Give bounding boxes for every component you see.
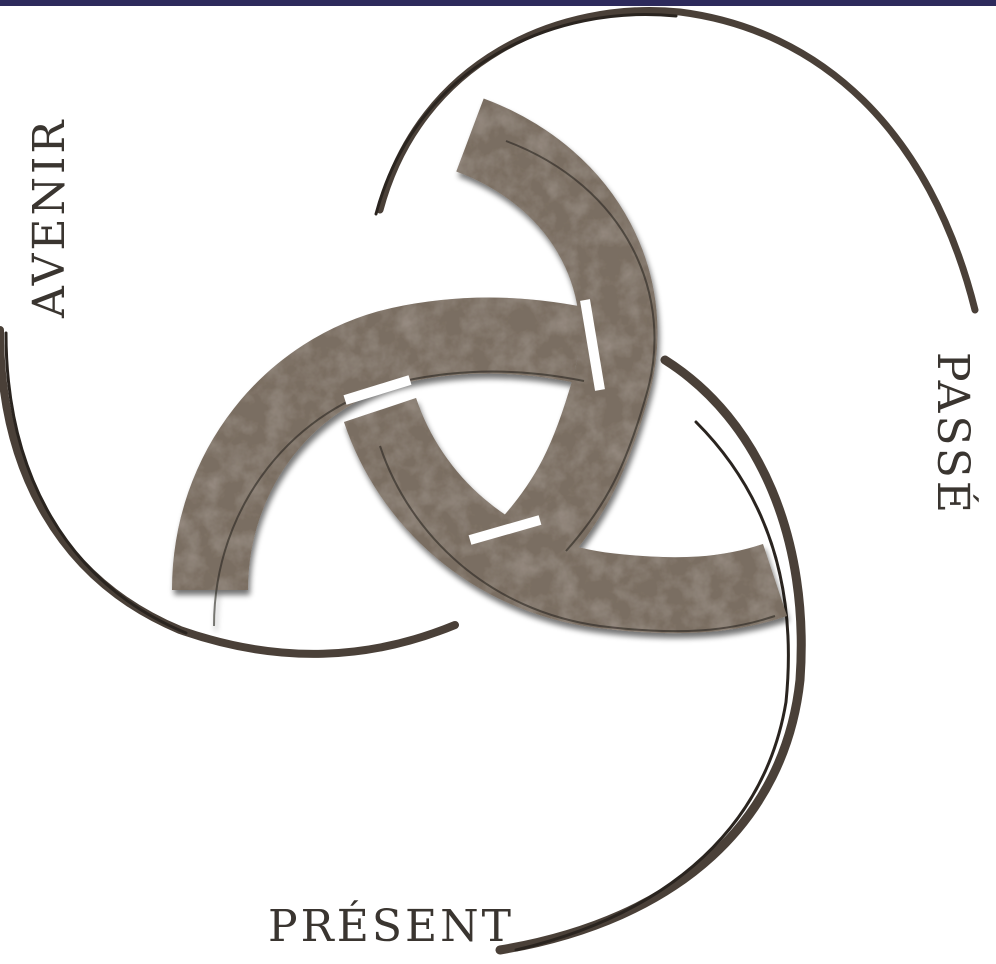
present-label: PRÉSENT [268, 905, 514, 949]
avenir-label: AVENIR [28, 118, 72, 319]
passe-label: PASSÉ [930, 352, 974, 516]
outer-arc-right [500, 360, 801, 950]
